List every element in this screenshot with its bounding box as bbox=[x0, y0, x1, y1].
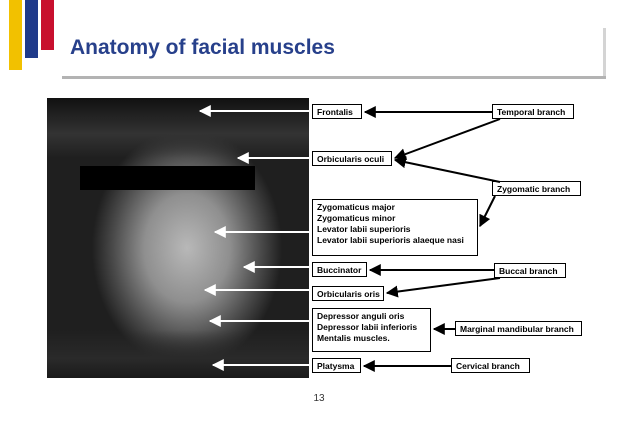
accent-bar-red bbox=[41, 0, 54, 50]
branch-marginal-mandibular: Marginal mandibular branch bbox=[455, 321, 582, 336]
branch-zygomatic: Zygomatic branch bbox=[492, 181, 581, 196]
connector-temporal-orbicularis-oculi bbox=[393, 118, 501, 160]
label-line: Levator labii superioris alaeque nasi bbox=[317, 235, 464, 245]
branch-label: Zygomatic branch bbox=[497, 184, 571, 194]
photo-collar-shading bbox=[47, 330, 309, 378]
branch-label: Cervical branch bbox=[456, 361, 520, 371]
label-line: Orbicularis oris bbox=[317, 289, 380, 299]
page-number: 13 bbox=[313, 393, 325, 404]
label-platysma: Platysma bbox=[312, 358, 361, 373]
label-line: Frontalis bbox=[317, 107, 353, 117]
branch-temporal: Temporal branch bbox=[492, 104, 574, 119]
title-underline-edge bbox=[603, 28, 606, 79]
face-photo bbox=[47, 98, 309, 378]
label-line: Buccinator bbox=[317, 265, 362, 275]
accent-bar-navy bbox=[25, 0, 38, 58]
label-line: Zygomaticus minor bbox=[317, 213, 396, 223]
branch-buccal: Buccal branch bbox=[494, 263, 566, 278]
accent-bar-yellow bbox=[9, 0, 22, 70]
label-buccinator: Buccinator bbox=[312, 262, 367, 277]
label-line: Depressor anguli oris bbox=[317, 311, 405, 321]
branch-label: Marginal mandibular branch bbox=[460, 324, 574, 334]
label-lower-lip-group: Depressor anguli oris Depressor labii in… bbox=[312, 308, 431, 352]
label-line: Depressor labii inferioris bbox=[317, 322, 418, 332]
branch-label: Temporal branch bbox=[497, 107, 566, 117]
connector-zygomatic-zygomatic-group bbox=[479, 195, 496, 228]
title-underline bbox=[62, 76, 606, 79]
connector-zygomatic-orbicularis-oculi bbox=[393, 156, 501, 183]
eye-censor-bar bbox=[80, 166, 255, 190]
label-line: Mentalis muscles. bbox=[317, 333, 390, 343]
branch-cervical: Cervical branch bbox=[451, 358, 530, 373]
label-orbicularis-oculi: Orbicularis oculi bbox=[312, 151, 392, 166]
connector-buccal-orbicularis-oris bbox=[385, 277, 501, 298]
label-orbicularis-oris: Orbicularis oris bbox=[312, 286, 384, 301]
photo-hair-shading bbox=[47, 98, 309, 158]
label-zygomatic-group: Zygomaticus major Zygomaticus minor Leva… bbox=[312, 199, 478, 256]
branch-label: Buccal branch bbox=[499, 266, 558, 276]
label-line: Orbicularis oculi bbox=[317, 154, 385, 164]
label-line: Platysma bbox=[317, 361, 355, 371]
label-frontalis: Frontalis bbox=[312, 104, 362, 119]
label-line: Levator labii superioris bbox=[317, 224, 411, 234]
label-line: Zygomaticus major bbox=[317, 202, 395, 212]
page-title: Anatomy of facial muscles bbox=[70, 36, 335, 59]
